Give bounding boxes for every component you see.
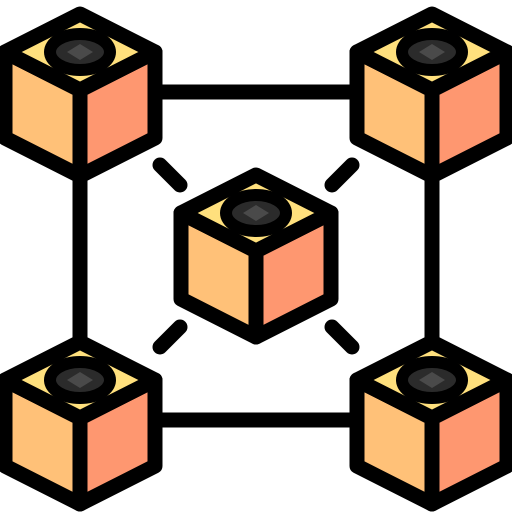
- signal-ray: [152, 319, 188, 355]
- cube-bottom-left: [0, 334, 163, 512]
- cube-socket-core: [67, 372, 93, 388]
- cube-top-right: [349, 6, 512, 184]
- signal-ray: [324, 319, 360, 355]
- cube-top-left: [0, 6, 163, 184]
- cube-socket-core: [67, 44, 93, 60]
- cube-center: [173, 167, 339, 345]
- network-connection-lines: [72, 84, 440, 428]
- cube-layer: [0, 6, 512, 512]
- signal-ray: [152, 157, 188, 193]
- cube-socket-core: [419, 44, 445, 60]
- signal-ray: [324, 157, 360, 193]
- cube-socket-core: [419, 372, 445, 388]
- cube-socket-core: [243, 205, 269, 221]
- cube-bottom-right: [349, 334, 512, 512]
- center-signal-rays: [152, 157, 360, 355]
